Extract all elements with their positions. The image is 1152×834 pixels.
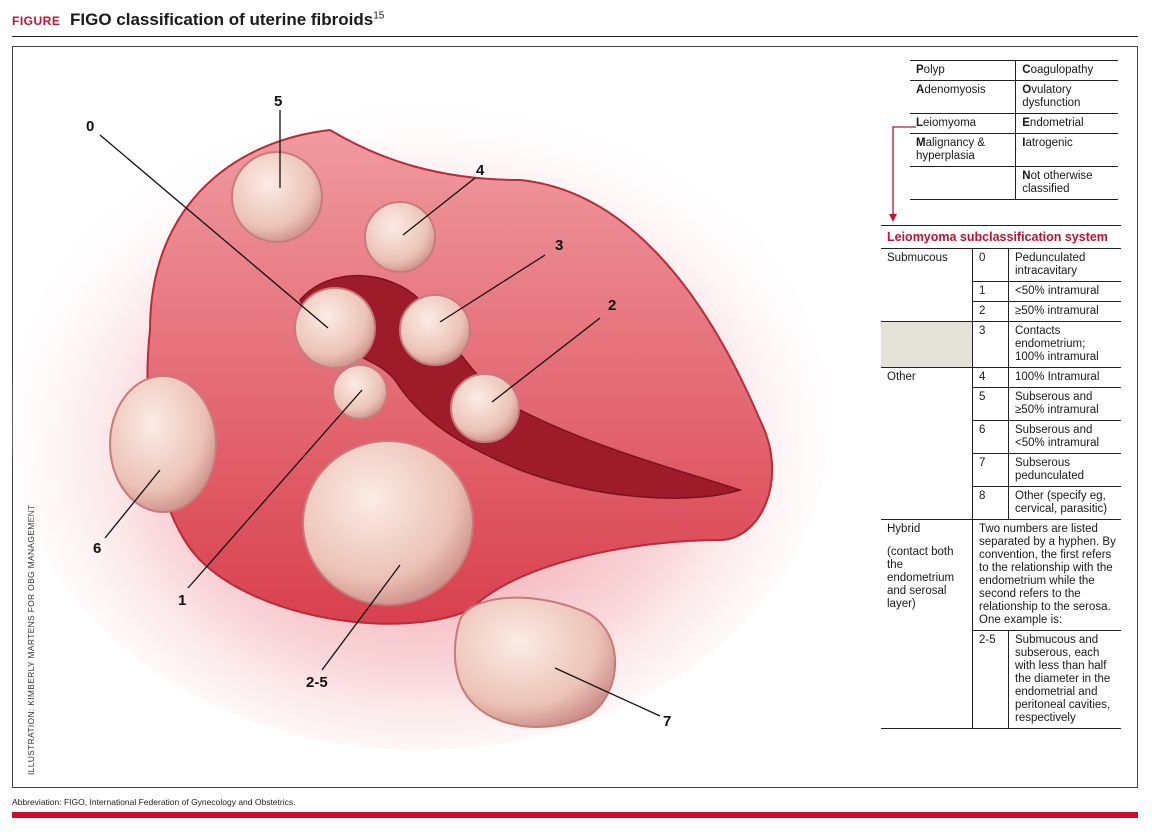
row-code: 5 [972, 387, 1009, 421]
acronym-row: Leiomyoma Endometrial [910, 113, 1118, 134]
uterus-illustration: 0 1 2 3 4 5 6 7 2-5 [10, 90, 830, 750]
acronym-right: Endometrial [1015, 113, 1118, 134]
row-code: 1 [972, 281, 1009, 302]
acronym-row: Polyp Coagulopathy [910, 60, 1118, 81]
table-row: 2 ≥50% intramural [881, 301, 1121, 322]
row-desc: ≥50% intramural [1008, 301, 1121, 322]
callout-1: 1 [178, 592, 186, 609]
table-row: 1 <50% intramural [881, 281, 1121, 302]
callout-2-5: 2-5 [306, 674, 328, 691]
fibroid-4 [364, 201, 436, 273]
category-submucous: Submucous [881, 248, 973, 282]
hybrid-note: (contact both the endometrium and serosa… [887, 546, 955, 610]
fibroid-0 [294, 287, 376, 369]
figure-title: FIGO classification of uterine fibroids1… [70, 10, 384, 30]
figure-title-ref: 15 [373, 10, 385, 22]
table-row: 2-5 Submucous and subserous, each with l… [881, 630, 1121, 729]
acronym-right: Ovulatory dysfunction [1015, 80, 1118, 114]
fibroid-2-5 [302, 440, 474, 606]
callout-3: 3 [555, 237, 563, 254]
acronym-right: Not otherwise classified [1015, 166, 1118, 200]
row-desc: Submucous and subserous, each with less … [1008, 630, 1121, 729]
callout-0: 0 [86, 118, 94, 135]
table-row: 3 Contacts endometrium; 100% intramural [881, 321, 1121, 368]
table-row: Other 4 100% Intramural [881, 367, 1121, 388]
row-code: 8 [972, 486, 1009, 520]
subclass-title: Leiomyoma subclassification system [881, 225, 1121, 249]
row-desc: Other (specify eg, cervical, parasitic) [1008, 486, 1121, 520]
figure-header: FIGURE FIGO classification of uterine fi… [12, 10, 1138, 37]
row-desc: Subserous and ≥50% intramural [1008, 387, 1121, 421]
acronym-right: Coagulopathy [1015, 60, 1118, 81]
hybrid-label: Hybrid [887, 523, 921, 535]
row-code: 7 [972, 453, 1009, 487]
leiomyoma-subclass-table: Leiomyoma subclassification system Submu… [881, 225, 1121, 729]
acronym-left [910, 166, 1016, 200]
acronym-row: Adenomyosis Ovulatory dysfunction [910, 80, 1118, 114]
category-hybrid: Hybrid (contact both the endometrium and… [881, 519, 973, 631]
row-code: 3 [972, 321, 1009, 368]
row-desc: 100% Intramural [1008, 367, 1121, 388]
row-desc: Pedunculated intracavitary [1015, 252, 1086, 277]
acronym-left: Leiomyoma [910, 113, 1016, 134]
shaded-cell [881, 321, 973, 368]
table-row: 7 Subserous pedunculated [881, 453, 1121, 487]
hybrid-text: Two numbers are listed separated by a hy… [972, 519, 1121, 631]
fibroid-6 [109, 375, 217, 513]
row-desc: Subserous and <50% intramural [1008, 420, 1121, 454]
row-desc: Subserous pedunculated [1008, 453, 1121, 487]
table-row: 6 Subserous and <50% intramural [881, 420, 1121, 454]
table-row: 8 Other (specify eg, cervical, parasitic… [881, 486, 1121, 520]
row-code: 2 [972, 301, 1009, 322]
category-other: Other [881, 367, 973, 388]
callout-4: 4 [476, 162, 485, 179]
fibroid-7 [453, 596, 617, 728]
row-code: 0 [972, 248, 1009, 282]
row-code: 2-5 [972, 630, 1009, 729]
row-desc: Contacts endometrium; 100% intramural [1008, 321, 1121, 368]
callout-lines [99, 110, 661, 717]
footer-rule [12, 812, 1138, 818]
acronym-row: Not otherwise classified [910, 166, 1118, 200]
fibroid-3 [399, 294, 471, 366]
row-desc: <50% intramural [1008, 281, 1121, 302]
acronym-row: Malignancy & hyperplasia Iatrogenic [910, 133, 1118, 167]
figure-tag: FIGURE [12, 14, 61, 28]
callout-5: 5 [274, 93, 282, 110]
figure-title-text: FIGO classification of uterine fibroids [70, 10, 374, 29]
acronym-left: Malignancy & hyperplasia [910, 133, 1016, 167]
callout-6: 6 [93, 540, 101, 557]
table-row: 5 Subserous and ≥50% intramural [881, 387, 1121, 421]
row-code: 4 [972, 367, 1009, 388]
acronym-right: Iatrogenic [1015, 133, 1118, 167]
abbreviation-note: Abbreviation: FIGO, International Federa… [12, 797, 296, 807]
table-row: Submucous 0 Pedunculated intracavitary [881, 248, 1121, 282]
row-code: 6 [972, 420, 1009, 454]
acronym-left: Adenomyosis [910, 80, 1016, 114]
callout-2: 2 [608, 297, 616, 314]
acronym-left: Polyp [910, 60, 1016, 81]
callout-7: 7 [663, 713, 671, 730]
leiomyoma-arrow [889, 126, 916, 222]
palm-coein-table: Polyp Coagulopathy Adenomyosis Ovulatory… [910, 60, 1118, 200]
fibroid-2 [450, 373, 520, 443]
table-row: Hybrid (contact both the endometrium and… [881, 519, 1121, 631]
fibroid-5 [231, 151, 323, 243]
